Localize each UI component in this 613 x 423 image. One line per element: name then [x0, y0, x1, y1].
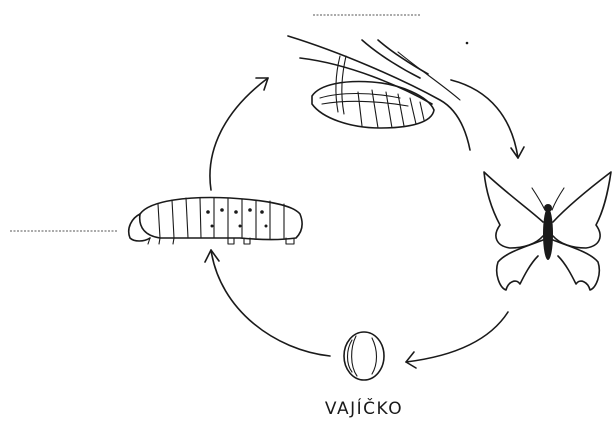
arrow-egg-to-larva [205, 250, 330, 356]
arrow-larva-to-pupa [210, 78, 268, 190]
caterpillar-illustration [129, 198, 302, 244]
egg-label: VAJÍČKO [325, 397, 403, 419]
arrow-pupa-to-butterfly [451, 80, 524, 158]
butterfly-illustration [484, 172, 611, 290]
egg-illustration [344, 332, 384, 380]
arrow-butterfly-to-egg [406, 312, 508, 368]
pupa-illustration [288, 36, 470, 150]
